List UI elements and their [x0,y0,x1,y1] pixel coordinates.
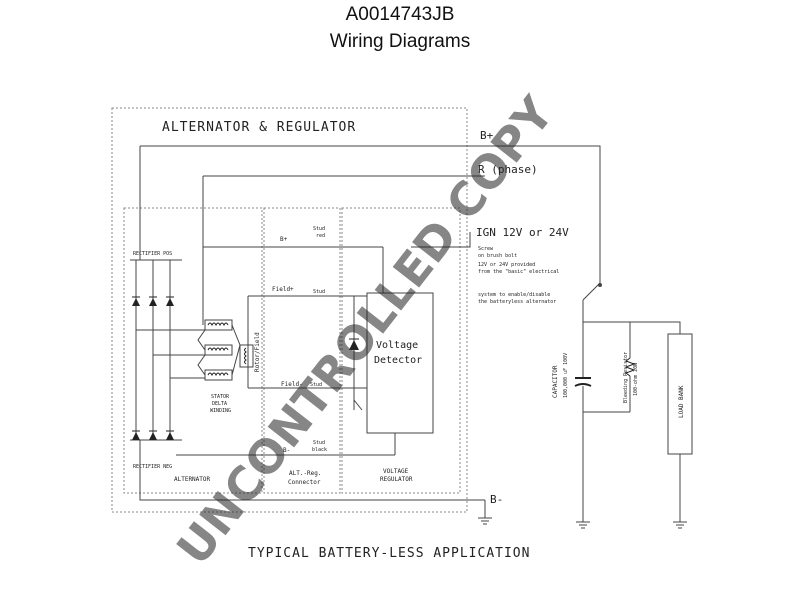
ign-note-4: from the "basic" electrical [478,269,559,275]
capacitor-label-2: 100,000 uF 100V [563,353,569,398]
bplus-wire [140,145,601,283]
alternator-section [123,207,263,494]
diode-neg-1 [132,430,140,440]
bleeding-resistor [624,357,636,377]
bottom-caption: TYPICAL BATTERY-LESS APPLICATION [248,546,530,561]
voltage-detector [366,292,434,434]
ign-note-3: 12V or 24V provided [478,262,535,268]
section-connector-label-1: ALT.-Reg. [289,470,322,477]
ign-wire [411,232,471,248]
load-bank-label: LOAD BANK [678,385,685,418]
stator-label-2: DELTA [212,401,227,407]
diode-neg-3 [166,430,174,440]
section-connector-label-2: Connector [288,479,321,486]
rotor-field-label: Rotor/Field [254,332,261,372]
stud-field-plus: Stud [313,289,325,295]
stud-field-minus: Stud [310,382,322,388]
ign-note-6: the batteryless alternator [478,299,556,305]
voltage-detector-label-2: Detector [374,355,422,366]
document-id: A0014743JB [345,4,455,25]
rectifier-neg-label: RECTIFIER NEG [133,464,172,470]
load-top-bus [582,300,681,334]
regulator-section [341,207,461,494]
ground-load [673,521,687,529]
stud-red-1: Stud [313,226,325,232]
section-regulator-label-1: VOLTAGE [383,468,409,475]
diode-pos-3 [166,296,174,306]
capacitor-label-1: CAPACITOR [552,365,559,398]
terminal-phase: R (phase) [478,163,538,176]
terminal-bminus: B- [490,493,503,506]
bplus-inner-label: B+ [280,236,288,243]
diode-pos-1 [132,296,140,306]
stud-black-2: black [312,447,327,453]
load-bank [667,333,693,455]
ign-note-5: system to enable/disable [478,292,550,298]
ign-note-2: on brush bolt [478,253,517,259]
section-regulator-label-2: REGULATOR [380,476,413,483]
bminus-inner-label: B- [283,447,290,454]
capacitor [574,377,592,387]
stud-red-2: red [316,233,325,239]
outer-enclosure [111,107,468,513]
ground-capacitor [576,521,590,529]
bleeding-resistor-label-2: 100-ohm 20W [633,362,639,396]
bminus-wire [139,440,485,501]
diode-pos-2 [149,296,157,306]
section-alternator-label: ALTERNATOR [174,476,211,483]
bleeding-resistor-label-1: Bleeding Resistor [623,352,629,403]
document-title: Wiring Diagrams [329,31,471,52]
flyback-diode [349,338,359,350]
terminal-ign: IGN 12V or 24V [476,226,569,239]
stator-label-1: STATOR [211,394,230,400]
stator-label-3: WINDING [210,408,231,414]
stator-winding [197,319,241,381]
connector-section [263,207,341,494]
rotor-field-coil [239,296,254,388]
stud-black-1: Stud [313,440,325,446]
ign-note-1: Screw [478,246,494,252]
outer-box-label: ALTERNATOR & REGULATOR [162,120,356,135]
field-minus-label: Field- [281,381,303,388]
diode-neg-2 [149,430,157,440]
terminal-bplus: B+ [480,129,494,142]
rectifier-pos-label: RECTIFIER POS [133,251,172,257]
field-plus-label: Field+ [272,286,294,293]
voltage-detector-label-1: Voltage [376,340,418,351]
